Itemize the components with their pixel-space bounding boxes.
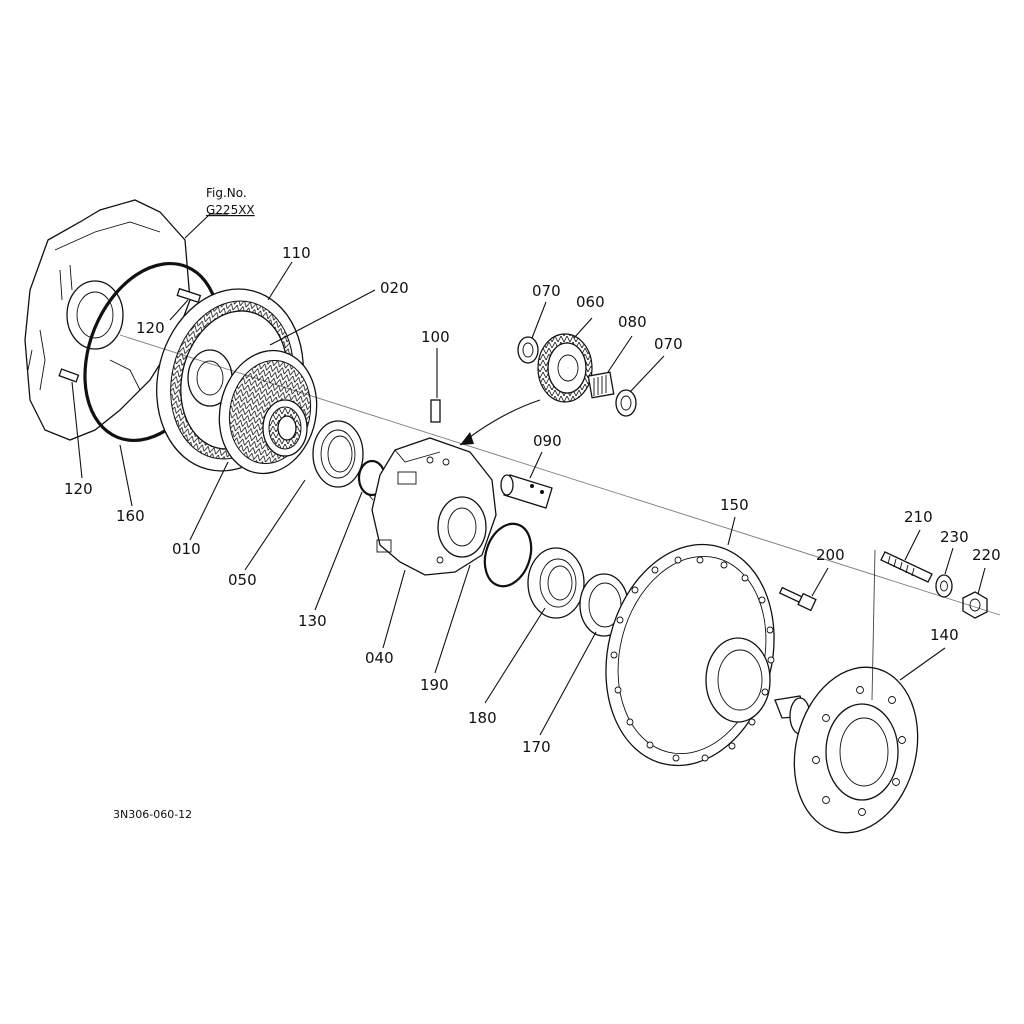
- label-060: 060: [576, 293, 605, 311]
- bearing-180: [527, 547, 585, 619]
- label-110: 110: [282, 244, 311, 262]
- label-010: 010: [172, 540, 201, 558]
- label-070-right: 070: [654, 335, 683, 353]
- label-050: 050: [228, 571, 257, 589]
- drawing-code: 3N306-060-12: [113, 808, 192, 821]
- label-120-upper: 120: [136, 319, 165, 337]
- label-040: 040: [365, 649, 394, 667]
- nut-220: [962, 591, 988, 619]
- label-020: 020: [380, 279, 409, 297]
- label-090: 090: [533, 432, 562, 450]
- bolt-200: [778, 586, 817, 612]
- label-160: 160: [116, 507, 145, 525]
- pin-100: [430, 399, 441, 423]
- label-190: 190: [420, 676, 449, 694]
- label-120-lower: 120: [64, 480, 93, 498]
- label-180: 180: [468, 709, 497, 727]
- stud-bolt-210: [880, 551, 933, 583]
- pin-120-upper: [176, 287, 202, 304]
- label-100: 100: [421, 328, 450, 346]
- label-200: 200: [816, 546, 845, 564]
- label-140: 140: [930, 626, 959, 644]
- label-210: 210: [904, 508, 933, 526]
- label-080: 080: [618, 313, 647, 331]
- label-070-left: 070: [532, 282, 561, 300]
- carrier-040: [371, 437, 497, 576]
- leader-lines: [71, 213, 986, 736]
- label-150: 150: [720, 496, 749, 514]
- transmission-housing: [24, 199, 191, 441]
- thrust-washer-070-right: [615, 389, 637, 417]
- axle-flange-140: [774, 666, 919, 834]
- shaft-090: [500, 474, 553, 509]
- figure-ref-line2: G225XX: [206, 203, 255, 217]
- figure-ref-line1: Fig.No.: [206, 186, 247, 200]
- gear-assembly-010: [218, 349, 318, 475]
- label-130: 130: [298, 612, 327, 630]
- thrust-washer-070-left: [517, 336, 539, 364]
- bearing-050: [312, 420, 364, 488]
- axle-case-150: [605, 543, 775, 767]
- washer-230: [935, 574, 953, 598]
- needle-bearing-080: [587, 371, 615, 399]
- label-220: 220: [972, 546, 1001, 564]
- assembly-axis-line: [119, 334, 1001, 616]
- label-170: 170: [522, 738, 551, 756]
- snap-ring-190: [483, 522, 533, 588]
- planet-gear-060: [537, 333, 593, 403]
- label-230: 230: [940, 528, 969, 546]
